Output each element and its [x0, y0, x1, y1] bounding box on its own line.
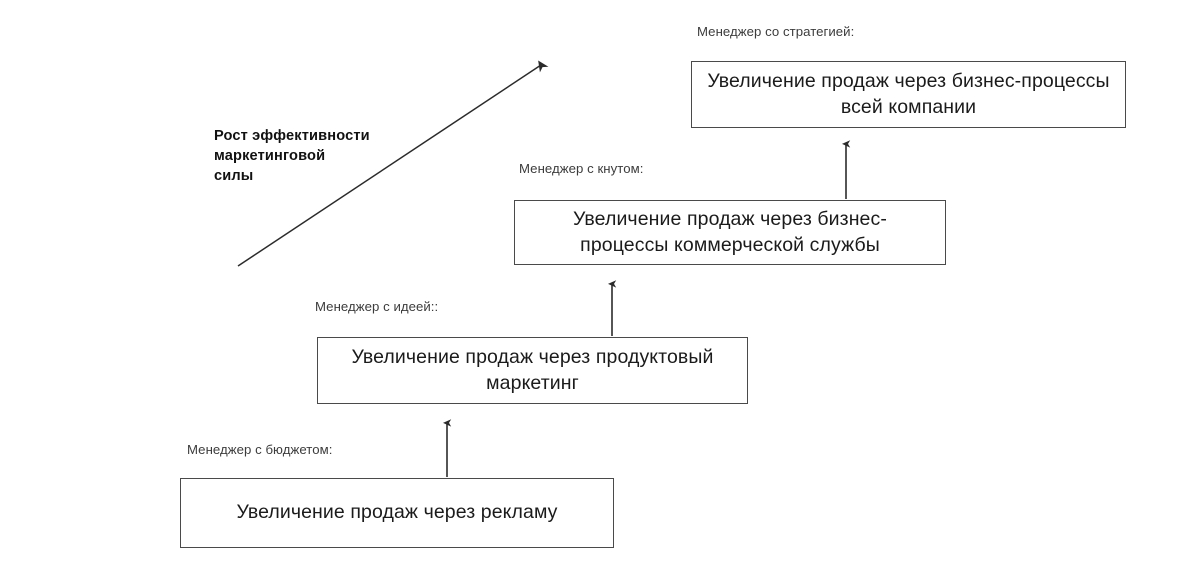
stage-box-advertising-text: Увеличение продаж через рекламу: [236, 501, 558, 524]
stage-box-company-processes-text: Увеличение продаж через бизнес-процессы …: [707, 69, 1110, 118]
stage-box-commercial-processes[interactable]: Увеличение продаж через бизнес-процессы …: [514, 200, 946, 265]
stage-box-product-marketing[interactable]: Увеличение продаж через продуктовый марк…: [317, 337, 748, 404]
stage-box-product-marketing-text: Увеличение продаж через продуктовый марк…: [351, 345, 714, 394]
stage-label-idea: Менеджер с идеей::: [315, 299, 439, 314]
stage-label-whip: Менеджер с кнутом:: [519, 161, 644, 176]
stage-label-budget: Менеджер с бюджетом:: [187, 442, 333, 457]
stage-box-advertising[interactable]: Увеличение продаж через рекламу: [180, 478, 614, 548]
stage-label-strategy: Менеджер со стратегией:: [697, 24, 855, 39]
stage-box-company-processes[interactable]: Увеличение продаж через бизнес-процессы …: [691, 61, 1126, 128]
growth-caption: Рост эффективности маркетинговой силы: [214, 128, 370, 185]
stage-box-commercial-processes-text: Увеличение продаж через бизнес-процессы …: [573, 207, 887, 256]
